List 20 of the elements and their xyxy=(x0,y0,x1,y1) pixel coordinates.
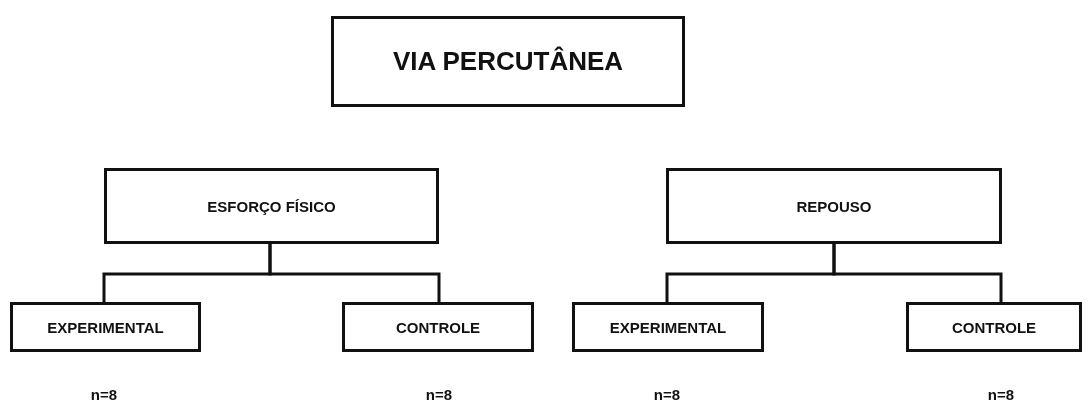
category-box xyxy=(104,168,439,244)
sample-size-label: n=8 xyxy=(987,386,1015,403)
box-label: VIA PERCUTÂNEA xyxy=(392,46,624,77)
category-box xyxy=(906,302,1082,352)
connector-line xyxy=(268,244,441,302)
box-label: EXPERIMENTAL xyxy=(47,318,164,336)
box-label: CONTROLE xyxy=(951,318,1037,336)
sample-size-label: n=8 xyxy=(90,386,118,403)
category-box xyxy=(331,16,685,107)
box-label: CONTROLE xyxy=(395,318,481,336)
connector-line xyxy=(832,244,1003,302)
category-box xyxy=(10,302,201,352)
sample-size-label: n=8 xyxy=(653,386,681,403)
category-box xyxy=(572,302,764,352)
category-box xyxy=(342,302,534,352)
sample-size-label: n=8 xyxy=(425,386,453,403)
box-label: REPOUSO xyxy=(796,197,872,215)
box-label: EXPERIMENTAL xyxy=(609,318,727,336)
box-label: ESFORÇO FÍSICO xyxy=(207,197,336,215)
category-box xyxy=(666,168,1002,244)
